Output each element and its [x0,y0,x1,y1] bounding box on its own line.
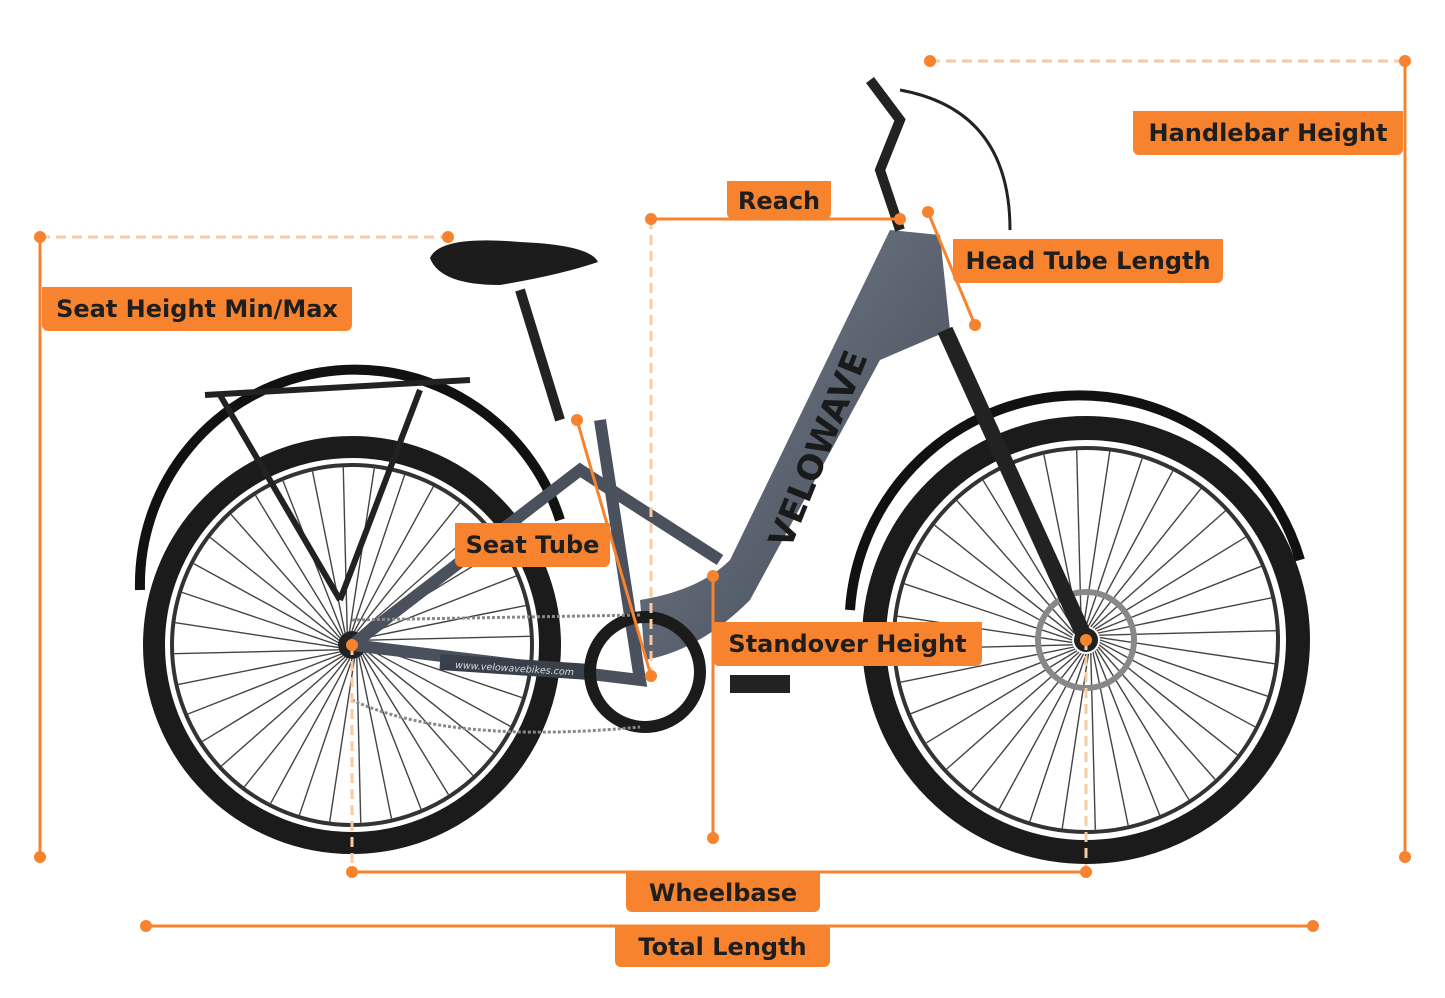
label-seat-tube: Seat Tube [455,523,610,567]
spoke [916,552,1073,639]
spoke [202,655,344,743]
spoke [230,513,341,639]
spoke [220,656,346,767]
spoke [1061,653,1090,829]
spoke [1094,650,1161,816]
spoke [1097,646,1216,780]
chainring [584,611,706,733]
spoke [363,604,526,639]
spoke [982,479,1076,632]
spoke [1094,536,1247,630]
spoke [356,502,461,633]
spoke [329,658,356,822]
spoke [904,583,1073,641]
spoke [358,656,393,819]
label-standover-height: Standover Height [713,622,982,666]
spoke [187,653,342,715]
spoke [925,650,1078,744]
spoke [193,563,339,644]
dimension-endpoints [34,55,1411,932]
brand-logo: VELOWAVE [761,345,876,553]
spoke [946,651,1080,770]
spoke [1029,653,1087,822]
spoke [910,648,1076,715]
spoke [364,649,495,754]
spoke [362,575,517,637]
spoke [1099,636,1275,665]
spoke [956,500,1075,634]
spoke [1087,470,1174,627]
label-wheelbase: Wheelbase [626,873,820,912]
spoke [1099,641,1256,728]
spoke [254,495,342,637]
spoke [1075,450,1082,627]
label-reach: Reach [727,181,831,219]
spoke [1092,651,1129,826]
spoke [174,649,339,655]
saddle [430,240,598,422]
spoke [1082,451,1111,627]
spoke [362,653,450,795]
spoke [356,658,362,823]
spoke [1097,597,1272,634]
spoke [351,474,406,632]
spoke [365,635,530,641]
spoke [900,646,1075,683]
spoke [1085,458,1143,627]
spoke [897,615,1073,644]
spoke [1092,510,1226,629]
label-total-length: Total Length [615,927,830,967]
spoke [209,536,340,641]
spoke [363,651,474,777]
spoke [181,591,339,646]
spoke [1099,639,1268,697]
spoke [970,652,1082,792]
spoke [342,467,348,632]
spoke [365,646,511,727]
label-head-tube-length: Head Tube Length [953,239,1223,283]
label-seat-height: Seat Height Min/Max [42,287,352,331]
spoke [175,622,339,649]
spoke [270,658,351,804]
dimension-lines [38,59,1407,928]
spoke [1090,488,1202,628]
spoke [1098,644,1238,756]
rear-rack [204,377,471,602]
spoke [1096,565,1262,632]
spoke [243,657,348,788]
spoke [178,651,341,686]
spoke [934,524,1074,636]
spoke [353,486,434,632]
spoke [1090,653,1097,830]
spoke [1099,629,1276,636]
spoke [1096,648,1190,801]
label-handlebar-height: Handlebar Height [1133,111,1403,155]
spoke [998,653,1085,810]
spoke [360,655,422,810]
spoke [298,658,353,816]
spoke [311,471,346,634]
